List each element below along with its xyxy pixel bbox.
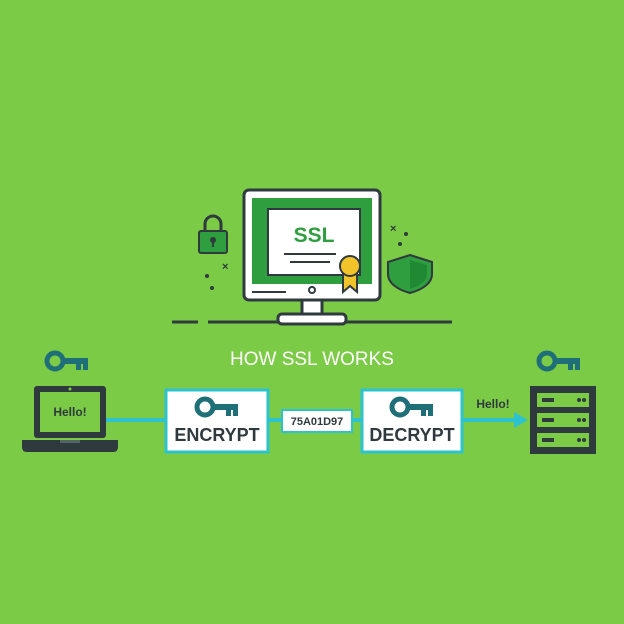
arrow-right-icon	[462, 412, 528, 428]
laptop-screen	[40, 392, 100, 432]
key-icon	[47, 353, 88, 370]
sparkle-decoration: × ×	[205, 223, 408, 290]
svg-text:×: ×	[390, 223, 396, 235]
cipher-text-box	[281, 409, 353, 433]
key-icon	[539, 353, 580, 370]
laptop-screen-text: Hello!	[53, 405, 86, 419]
cipher-text: 75A01D97	[291, 416, 344, 428]
certificate-ribbon-icon	[339, 255, 361, 295]
laptop-base	[22, 440, 118, 452]
decrypt-label: DECRYPT	[369, 425, 454, 445]
ssl-badge-text: SSL	[294, 224, 335, 247]
padlock-icon	[198, 214, 228, 254]
encrypt-box	[164, 388, 270, 454]
server-unit	[537, 393, 589, 407]
output-text: Hello!	[476, 397, 509, 411]
decrypt-box	[360, 388, 464, 454]
server-unit	[537, 433, 589, 447]
svg-text:×: ×	[222, 261, 228, 273]
server-unit	[537, 413, 589, 427]
monitor-illustration: SSL	[172, 188, 452, 326]
shield-icon	[387, 253, 433, 295]
encrypt-label: ENCRYPT	[174, 425, 259, 445]
monitor-stand	[276, 312, 348, 326]
monitor-power-icon	[308, 286, 316, 294]
laptop-icon	[22, 386, 118, 452]
server-icon	[530, 386, 596, 454]
diagram-title: HOW SSL WORKS	[230, 349, 394, 370]
